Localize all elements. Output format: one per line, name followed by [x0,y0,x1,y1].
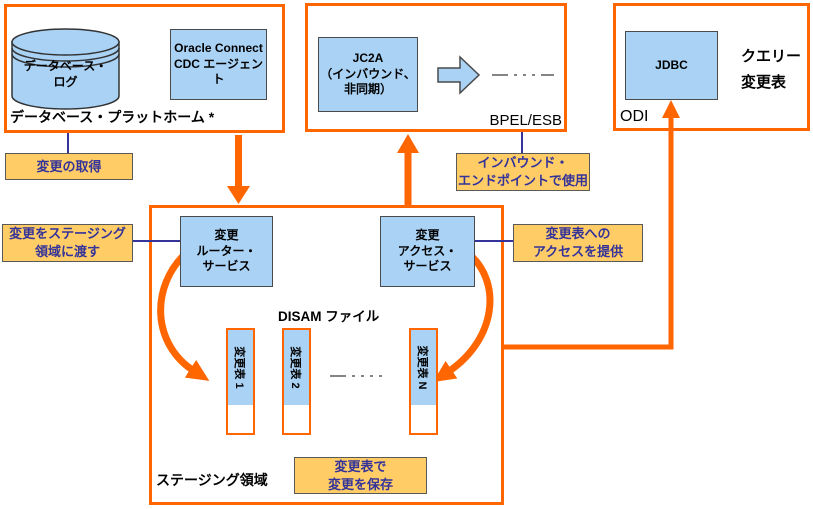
change-table-n-label: 変更表 N [416,345,429,390]
change-access-service-box: 変更 アクセス・ サービス [380,216,475,287]
jca-inbound-label: JC2A （インバウンド、 非同期） [320,51,416,98]
text-line: JC2A [352,51,384,66]
change-router-service-label: 変更 ルーター・ サービス [196,228,256,275]
staging-area-box [149,205,504,505]
platform-label: データベース・プラットホーム * [10,109,215,125]
text-line: データベース・ [23,59,108,73]
save-changes-text: 変更表で 変更を保存 [328,458,393,493]
oracle-connect-agent-box: Oracle Connect CDC エージェント [170,29,267,100]
text-line: インバウンド・ [477,155,569,171]
text-line: アクセスを提供 [532,244,624,259]
jca-inbound-box: JC2A （インバウンド、 非同期） [318,37,418,112]
database-log-label: データベース・ ログ [10,58,121,90]
disam-file-label: DISAM ファイル [278,309,380,324]
text-line: 変更の取得 [36,158,102,174]
text-line: クエリー [741,48,802,65]
text-line: 非同期） [343,82,392,97]
text-line: ログ [53,75,78,90]
database-cylinder-icon [11,28,120,110]
change-table-n-fill [411,330,436,405]
text-line: サービス [403,259,452,274]
bpel-esb-box [305,3,567,132]
database-platform-box [4,4,285,133]
odi-box [613,3,810,131]
text-line: 領域に渡す [34,244,100,259]
text-line: CDC エージェント [173,56,264,87]
pass-to-staging-note: 変更をステージング 領域に渡す [2,224,133,262]
change-table-1: 変更表 1 [226,328,255,435]
change-table-1-fill [228,330,253,405]
arrow-platform-to-staging [227,135,250,204]
jdbc-label: JDBC [655,57,688,72]
text-line: （インバウンド、 [320,66,416,81]
text-line: 変更 [214,228,239,243]
change-table-n: 変更表 N [409,328,438,435]
staging-area-label: ステージング領域 [156,472,268,488]
change-access-service-label: 変更 アクセス・ サービス [398,228,457,275]
change-table-1-label: 変更表 1 [233,346,246,389]
access-to-tables-note: 変更表への アクセスを提供 [513,224,643,262]
arrow-staging-to-bpel [397,134,419,205]
change-table-2-label: 変更表 2 [289,346,302,389]
save-changes-note: 変更表で 変更を保存 [294,457,427,494]
pass-to-staging-text: 変更をステージング 領域に渡す [9,225,126,260]
text-line: 変更 [415,228,440,243]
text-line: アクセス・ [397,243,458,258]
jdbc-box: JDBC [625,31,718,100]
text-line: 変更表への [545,226,611,242]
text-line: 変更を保存 [327,476,393,492]
text-line: サービス [202,259,251,274]
odi-label: ODI [620,108,649,125]
inbound-endpoint-text: インバウンド・ エンドポイントで使用 [458,154,588,189]
oracle-connect-agent-label: Oracle Connect CDC エージェント [171,41,266,88]
text-line: ルーター・ [196,243,257,258]
text-line: 変更表 [741,74,787,92]
change-table-2: 変更表 2 [282,328,311,435]
capture-changes-note: 変更の取得 [5,153,133,180]
change-table-2-fill [284,330,309,405]
query-change-tables-label: クエリー 変更表 [741,44,807,97]
inbound-endpoint-note: インバウンド・ エンドポイントで使用 [456,153,590,191]
text-line: Oracle Connect [174,41,263,56]
text-line: 変更をステージング [9,226,126,242]
access-to-tables-text: 変更表への アクセスを提供 [533,225,623,260]
text-line: 変更表で [334,458,387,474]
bpel-esb-label: BPEL/ESB [489,112,562,129]
change-router-service-box: 変更 ルーター・ サービス [180,216,273,287]
text-line: エンドポイントで使用 [457,173,588,188]
